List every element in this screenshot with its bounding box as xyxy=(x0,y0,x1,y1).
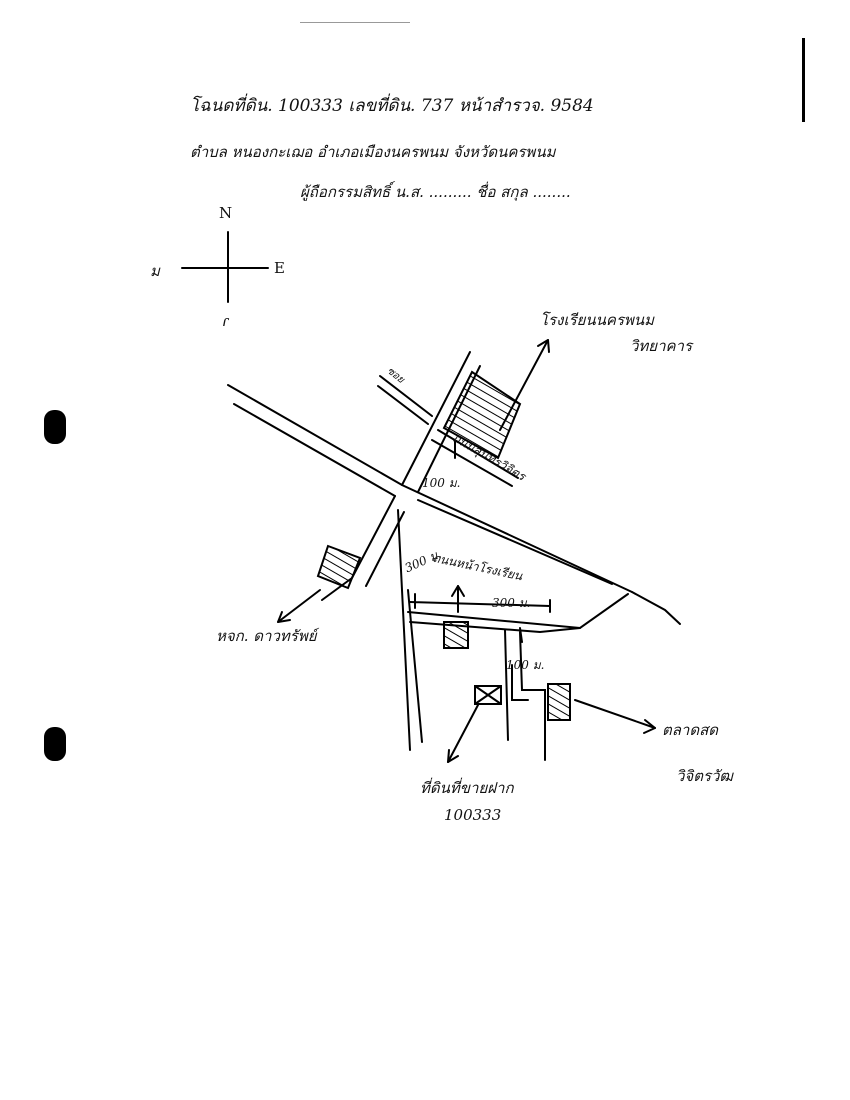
header-line-2: ตำบล หนองกะเฌอ อำเภอเมืองนครพนม จังหวัดน… xyxy=(190,143,556,161)
compass-north: N xyxy=(219,204,233,222)
arrow-head-right xyxy=(643,719,656,734)
arrow-head-center xyxy=(451,585,465,597)
arrow-head-bottom xyxy=(447,749,459,763)
arrow-head-left xyxy=(277,611,291,623)
arrow-to-left-building xyxy=(277,589,321,623)
bottom-building-cross xyxy=(474,685,502,705)
label-school-sub: วิทยาคาร xyxy=(630,337,693,355)
top-branch-lower xyxy=(377,385,429,425)
school-road-left-edge xyxy=(401,351,471,486)
punch-hole-bottom xyxy=(44,727,66,761)
lower-road-lower-edge xyxy=(409,621,581,634)
left-road-inner xyxy=(365,511,405,587)
label-right-building-sub: วิจิตรวัฒ xyxy=(676,767,733,785)
main-road-lower-edge-left xyxy=(233,403,396,497)
top-branch-upper xyxy=(379,375,433,417)
compass-west: ม xyxy=(150,262,160,280)
distance-marker-lower xyxy=(409,593,551,613)
label-dist-1: 100 ม. xyxy=(422,476,461,490)
school-side-road-lower xyxy=(431,439,513,487)
school-building xyxy=(442,370,522,460)
label-bottom-building: ที่ดินที่ขายฝาก xyxy=(420,779,514,797)
compass-south: ɾ xyxy=(222,312,229,330)
right-building xyxy=(547,683,571,721)
arrow-to-bottom-building xyxy=(447,704,479,763)
center-building xyxy=(443,621,469,649)
plot-lane xyxy=(511,664,529,701)
vertical-road-right xyxy=(407,589,423,743)
scan-edge-top xyxy=(300,22,410,23)
label-left-building: หจก. ดาวทรัพย์ xyxy=(216,627,317,645)
header-line-3: ผู้ถือกรรมสิทธิ์ น.ส. ......... ชื่อ สกุ… xyxy=(300,183,571,201)
plot-road-right xyxy=(519,631,546,761)
label-dist-3: 300 ม. xyxy=(492,596,531,610)
arrow-to-right-building xyxy=(574,699,656,729)
scan-edge-right xyxy=(802,38,805,122)
vertical-road-left xyxy=(397,509,411,751)
punch-hole-top xyxy=(44,410,66,444)
compass-east: E xyxy=(274,259,285,277)
main-road-extension xyxy=(631,591,681,625)
header-line-1: โฉนดที่ดิน. 100333 เลขที่ดิน. 737 หน้าสำ… xyxy=(190,96,594,116)
label-bottom-number: 100333 xyxy=(444,806,502,824)
plot-road-left xyxy=(504,629,509,741)
arrow-head-school xyxy=(537,339,550,353)
label-dist-4: 100 ม. xyxy=(506,658,545,672)
label-right-building: ตลาดสด xyxy=(662,721,718,739)
distance-tick-plot xyxy=(519,627,523,643)
school-side-road-upper xyxy=(437,429,519,479)
main-road-lower-edge-right xyxy=(417,499,613,585)
left-building xyxy=(316,544,362,590)
label-school: โรงเรียนนครพนม xyxy=(540,311,655,329)
